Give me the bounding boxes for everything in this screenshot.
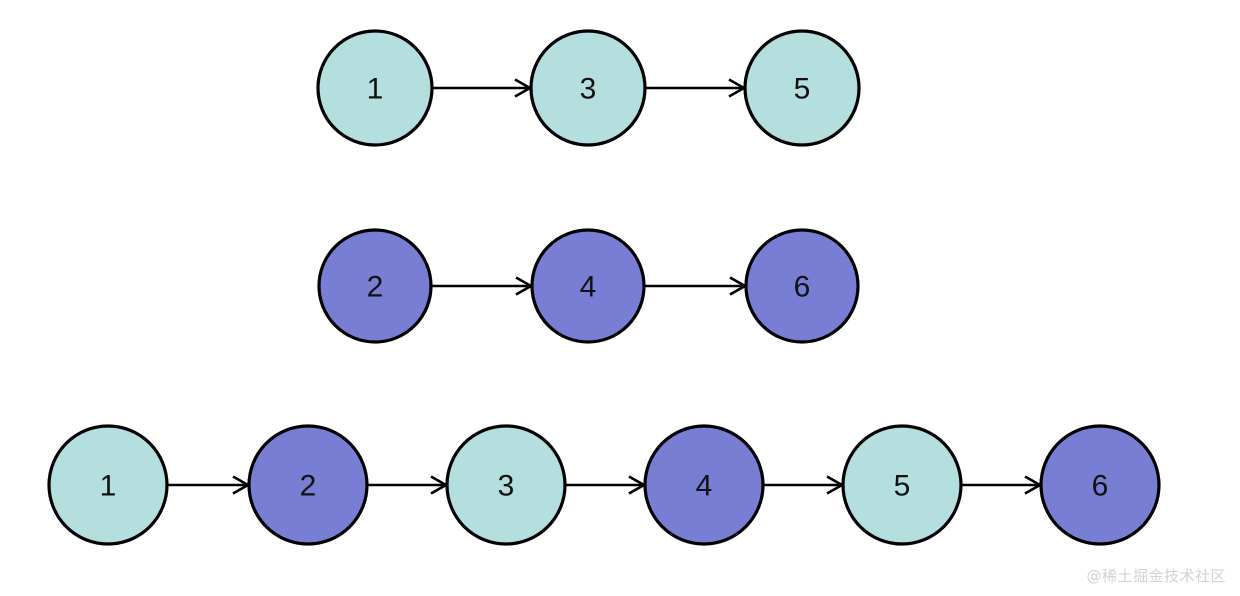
edge-list-merged-2-to-3	[368, 475, 449, 495]
node-circle[interactable]	[316, 29, 434, 147]
edge-list-even-2-to-4	[432, 276, 534, 296]
node-label: 2	[367, 271, 384, 304]
edge-list-odd-1-to-3	[433, 78, 533, 98]
node-label: 3	[498, 470, 515, 503]
node-label: 3	[580, 73, 597, 106]
list-row-list-even: 2 4 6	[317, 228, 860, 344]
node-list-odd-3[interactable]: 3	[529, 29, 647, 147]
node-list-merged-5[interactable]: 5	[841, 424, 963, 546]
node-label: 6	[1092, 470, 1109, 503]
edge-list-merged-4-to-5	[764, 475, 845, 495]
edge-list-merged-5-to-6	[962, 475, 1043, 495]
node-circle[interactable]	[247, 424, 369, 546]
watermark-text: @稀土掘金技术社区	[1086, 567, 1226, 585]
node-list-merged-6[interactable]: 6	[1039, 424, 1161, 546]
node-circle[interactable]	[529, 29, 647, 147]
node-circle[interactable]	[445, 424, 567, 546]
node-circle[interactable]	[743, 29, 861, 147]
node-label: 1	[100, 470, 117, 503]
node-list-merged-2[interactable]: 2	[247, 424, 369, 546]
node-list-merged-4[interactable]: 4	[643, 424, 765, 546]
node-list-even-2[interactable]: 2	[317, 228, 433, 344]
edge-list-merged-1-to-2	[168, 475, 251, 495]
edge-list-odd-3-to-5	[646, 78, 747, 98]
node-list-odd-1[interactable]: 1	[316, 29, 434, 147]
node-label: 4	[696, 470, 713, 503]
node-circle[interactable]	[1039, 424, 1161, 546]
node-circle[interactable]	[317, 228, 433, 344]
node-label: 6	[794, 271, 811, 304]
list-row-list-odd: 1 3 5	[316, 29, 861, 147]
node-list-even-6[interactable]: 6	[744, 228, 860, 344]
node-list-merged-1[interactable]: 1	[47, 424, 169, 546]
edge-list-merged-3-to-4	[566, 475, 647, 495]
node-circle[interactable]	[47, 424, 169, 546]
node-label: 5	[894, 470, 911, 503]
node-circle[interactable]	[530, 228, 646, 344]
edge-list-even-4-to-6	[645, 276, 748, 296]
node-label: 1	[367, 73, 384, 106]
node-list-odd-5[interactable]: 5	[743, 29, 861, 147]
node-circle[interactable]	[643, 424, 765, 546]
node-circle[interactable]	[841, 424, 963, 546]
node-list-merged-3[interactable]: 3	[445, 424, 567, 546]
node-label: 2	[300, 470, 317, 503]
node-label: 4	[580, 271, 597, 304]
node-list-even-4[interactable]: 4	[530, 228, 646, 344]
node-label: 5	[794, 73, 811, 106]
node-circle[interactable]	[744, 228, 860, 344]
list-row-list-merged: 1 2 3 4 5 6	[47, 424, 1161, 546]
